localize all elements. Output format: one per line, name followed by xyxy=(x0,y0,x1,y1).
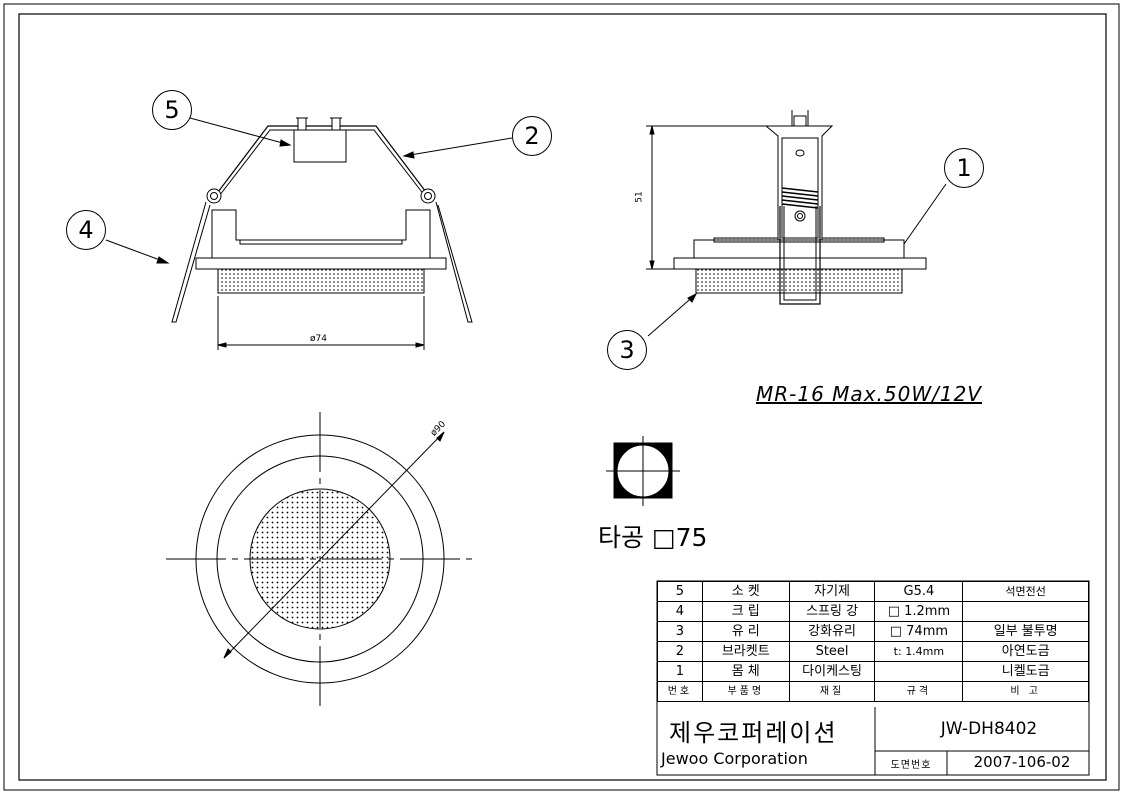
cell-material: 스프링 강 xyxy=(788,601,876,622)
cell-no: 2 xyxy=(657,641,703,662)
dim-height-51: 51 xyxy=(634,191,645,203)
header-note: 비 고 xyxy=(962,681,1089,702)
header-material: 재질 xyxy=(788,681,876,702)
cell-note: 일부 불투명 xyxy=(962,621,1089,642)
cell-no: 4 xyxy=(657,601,703,622)
balloon-1: 1 xyxy=(944,148,984,188)
cell-name: 소 켓 xyxy=(701,581,790,602)
cell-spec: t: 1.4mm xyxy=(874,641,964,662)
table-row: 4 크 립 스프링 강 □ 1.2mm xyxy=(657,601,1089,622)
company-name-english: Jewoo Corporation xyxy=(661,749,808,768)
balloon-3: 3 xyxy=(607,330,647,370)
cell-spec xyxy=(874,661,964,682)
drawing-number: JW-DH8402 xyxy=(940,719,1038,739)
side-leaders xyxy=(647,183,947,337)
cell-spec: G5.4 xyxy=(874,581,964,602)
lamp-spec: MR-16 Max.50W/12V xyxy=(756,382,982,406)
front-view xyxy=(171,117,473,350)
balloon-2: 2 xyxy=(512,116,552,156)
header-spec: 규격 xyxy=(874,681,964,702)
table-header-row: 번호 부품명 재질 규격 비 고 xyxy=(657,681,1089,702)
cell-material: Steel xyxy=(788,641,876,662)
title-block: 제우코퍼레이션 Jewoo Corporation JW-DH8402 도면번호… xyxy=(657,707,1089,775)
cell-note: 아연도금 xyxy=(962,641,1089,662)
dim-diameter-74: ø74 xyxy=(310,334,327,344)
hole-symbol xyxy=(606,436,680,506)
balloon-5: 5 xyxy=(152,90,192,130)
cell-note xyxy=(962,601,1089,622)
header-no: 번호 xyxy=(657,681,703,702)
balloon-4: 4 xyxy=(66,210,106,250)
cell-note: 니켈도금 xyxy=(962,661,1089,682)
side-view xyxy=(646,110,927,305)
cell-name: 유 리 xyxy=(701,621,790,642)
plan-view xyxy=(166,412,474,708)
company-name-korean: 제우코퍼레이션 xyxy=(669,719,838,747)
cell-name: 크 립 xyxy=(701,601,790,622)
table-row: 1 몸 체 다이케스팅 니켈도금 xyxy=(657,661,1089,682)
cell-spec: □ 74mm xyxy=(874,621,964,642)
cell-spec: □ 1.2mm xyxy=(874,601,964,622)
cell-no: 1 xyxy=(657,661,703,682)
cell-material: 자기제 xyxy=(788,581,876,602)
hole-label: 타공 □75 xyxy=(598,523,708,552)
cell-material: 강화유리 xyxy=(788,621,876,642)
cell-material: 다이케스팅 xyxy=(788,661,876,682)
header-name: 부품명 xyxy=(701,681,790,702)
front-leaders xyxy=(105,117,513,264)
cell-name: 브라켓트 xyxy=(701,641,790,662)
parts-table: 5 소 켓 자기제 G5.4 석면전선 4 크 립 스프링 강 □ 1.2mm … xyxy=(657,581,1089,775)
table-row: 3 유 리 강화유리 □ 74mm 일부 불투명 xyxy=(657,621,1089,642)
table-row: 5 소 켓 자기제 G5.4 석면전선 xyxy=(657,581,1089,602)
inner-border xyxy=(18,13,1107,781)
cell-no: 5 xyxy=(657,581,703,602)
date-code: 2007-106-02 xyxy=(973,753,1071,771)
cell-no: 3 xyxy=(657,621,703,642)
title-block-lines xyxy=(874,707,1089,775)
drawing-number-label: 도면번호 xyxy=(890,760,932,771)
outer-border xyxy=(3,3,1120,791)
cell-note: 석면전선 xyxy=(962,581,1089,602)
table-row: 2 브라켓트 Steel t: 1.4mm 아연도금 xyxy=(657,641,1089,662)
cell-name: 몸 체 xyxy=(701,661,790,682)
